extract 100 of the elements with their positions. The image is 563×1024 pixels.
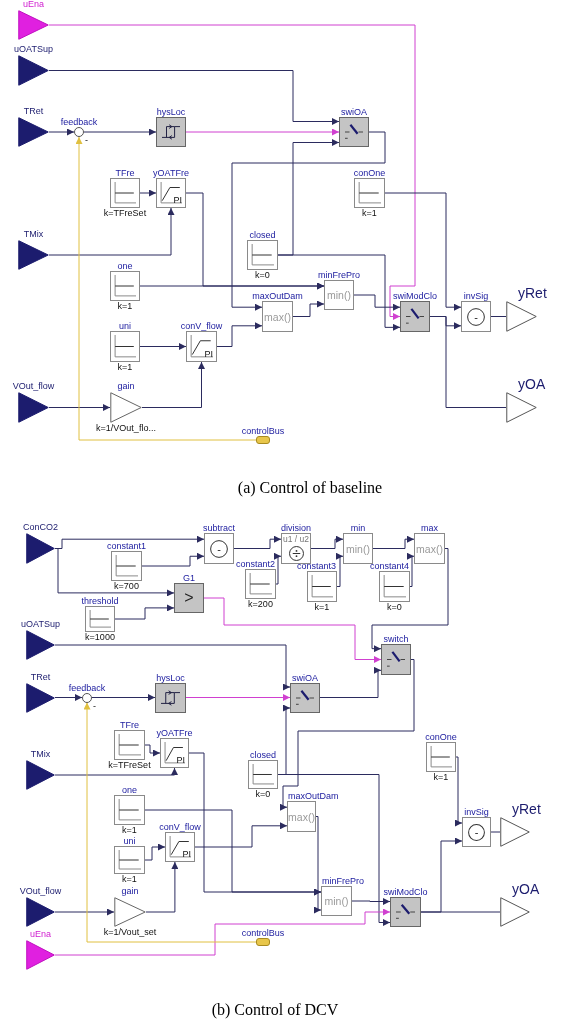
signal-arrow	[274, 552, 282, 585]
parameter-label: k=1	[117, 363, 133, 372]
block-name: invSig	[464, 808, 489, 817]
signal-arrow	[141, 361, 205, 408]
signal-arrow	[54, 767, 178, 776]
parameter-label: k=TFreSet	[108, 761, 151, 770]
block-text: u1 / u2	[283, 535, 309, 544]
parameter-label: k=200	[248, 600, 273, 609]
signal-arrow	[75, 136, 257, 441]
block-name: yOATFre	[153, 169, 189, 178]
signal-arrow	[216, 322, 263, 347]
signal-arrow	[185, 694, 291, 701]
block-text: PI	[182, 850, 191, 859]
port-name: VOut_flow	[19, 887, 62, 896]
block-name: hysLoc	[156, 108, 186, 117]
block-name: threshold	[81, 597, 119, 606]
port-name: TMix	[30, 750, 51, 759]
block-name: feedback	[68, 683, 106, 693]
parameter-label: k=1	[122, 875, 137, 884]
signal-arrow	[139, 189, 157, 197]
signal-arrow	[233, 535, 282, 549]
block-name: controlBus	[241, 427, 285, 436]
signal-arrow	[231, 131, 386, 311]
signal-line	[429, 316, 507, 408]
port-name: yOA	[518, 377, 546, 391]
port-name: uEna	[23, 0, 44, 9]
signal-arrow	[145, 861, 179, 913]
signal-line	[420, 911, 501, 913]
signal-arrow	[203, 597, 382, 663]
block-text: PI	[173, 196, 182, 205]
port-name: TMix	[23, 230, 44, 239]
sign-label: -	[93, 701, 96, 711]
block-name: subtract	[203, 524, 235, 533]
signal-arrow	[83, 702, 257, 943]
signal-arrow	[91, 694, 156, 701]
port-name: TRet	[23, 107, 44, 116]
signal-arrow	[48, 128, 75, 136]
block-name: conOne	[425, 733, 457, 742]
port-name: ConCO2	[23, 523, 58, 532]
port-name: yRet	[518, 286, 547, 300]
block-name: constant3	[296, 562, 336, 571]
block-name: swiModClo	[393, 292, 437, 301]
block-text: min()	[327, 289, 351, 301]
signal-arrow	[54, 908, 391, 956]
block-name: swiModClo	[383, 888, 428, 897]
signal-arrow	[336, 552, 344, 587]
parameter-label: k=1000	[85, 633, 115, 642]
signal-arrow	[144, 843, 166, 861]
signal-arrow	[139, 343, 187, 350]
signal-arrow	[54, 644, 291, 691]
signal-arrow	[384, 192, 462, 311]
block-name: gain	[117, 382, 135, 391]
signal-arrow	[54, 548, 175, 597]
block-text: min()	[346, 543, 370, 554]
block-text: max()	[288, 811, 315, 822]
signal-arrow	[292, 300, 325, 317]
signal-arrow	[371, 548, 449, 653]
signal-arrow	[280, 659, 415, 811]
signal-arrow	[407, 552, 415, 587]
signal-arrow	[455, 756, 463, 827]
block-name: TFre	[120, 721, 139, 730]
block-name: closed	[249, 231, 276, 240]
block-text: -	[217, 543, 221, 554]
signal-arrow	[277, 254, 401, 331]
block-text: max()	[264, 311, 291, 322]
block-name: uni	[119, 322, 131, 331]
block-name: gain	[121, 887, 139, 896]
signal-arrow	[185, 128, 340, 136]
signal-arrow	[48, 404, 111, 411]
port-name: VOut_flow	[12, 382, 55, 391]
block-name: constant1	[107, 542, 146, 551]
signal-arrow	[144, 809, 322, 896]
panel-caption: (a) Control of baseline	[237, 480, 383, 496]
block-name: conOne	[353, 169, 386, 178]
block-name: swiOA	[341, 108, 367, 117]
panel-caption: (b) Control of DCV	[211, 1002, 339, 1018]
block-name: feedback	[60, 118, 98, 127]
port-name: yRet	[512, 802, 541, 816]
block-name: uni	[123, 837, 136, 846]
parameter-label: k=700	[114, 582, 139, 591]
signal-arrow	[48, 70, 340, 125]
block-name: TFre	[115, 169, 135, 178]
block-name: swiOA	[292, 673, 318, 683]
block-name: minFrePro	[318, 271, 360, 280]
signal-arrow	[310, 535, 344, 549]
parameter-label: k=1	[362, 209, 377, 218]
block-text: PI	[176, 756, 185, 765]
block-name: conV_flow	[159, 823, 201, 832]
signal-line	[490, 831, 501, 833]
parameter-label: k=1	[117, 302, 133, 311]
block-text: PI	[204, 350, 213, 359]
signal-arrow	[420, 837, 463, 913]
signal-arrow	[372, 535, 415, 549]
block-text: -	[474, 826, 479, 838]
port-name: uEna	[30, 930, 51, 939]
port-name: uOATSup	[21, 620, 60, 629]
parameter-label: k=1	[122, 826, 137, 835]
block-text: min()	[324, 895, 349, 907]
block-text: max()	[416, 543, 443, 554]
port-name: yOA	[512, 882, 540, 896]
